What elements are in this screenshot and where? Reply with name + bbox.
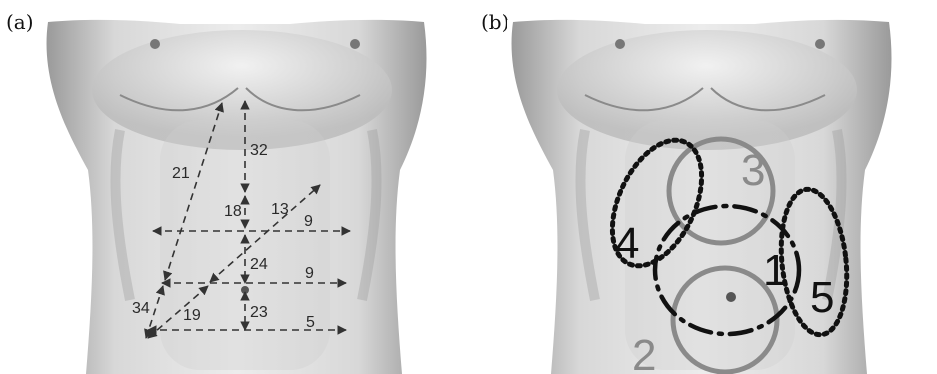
- label-32: 32: [250, 142, 268, 159]
- label-9-upper: 9: [304, 213, 313, 230]
- region-label-5: 5: [810, 273, 834, 322]
- label-9-lower: 9: [305, 265, 314, 282]
- label-34: 34: [132, 300, 150, 317]
- torso-image: [42, 20, 430, 374]
- region-label-4: 4: [615, 219, 639, 268]
- panel-a-figure: 21 32 18 13 9 24 9 34 19 23 5: [0, 0, 468, 374]
- label-19: 19: [183, 307, 201, 324]
- label-13: 13: [271, 201, 289, 218]
- label-23: 23: [250, 304, 268, 321]
- region-label-1: 1: [763, 246, 787, 295]
- panel-a: (a): [0, 0, 468, 374]
- region-label-3: 3: [741, 146, 765, 195]
- torso-image-b: [507, 20, 899, 374]
- label-21: 21: [172, 165, 190, 182]
- panel-b: (b): [469, 0, 937, 374]
- label-18: 18: [224, 203, 242, 220]
- label-24: 24: [250, 256, 268, 273]
- panel-b-figure: 3 4 1 5 2: [469, 0, 937, 374]
- label-5: 5: [306, 314, 315, 331]
- region-label-2: 2: [632, 331, 656, 374]
